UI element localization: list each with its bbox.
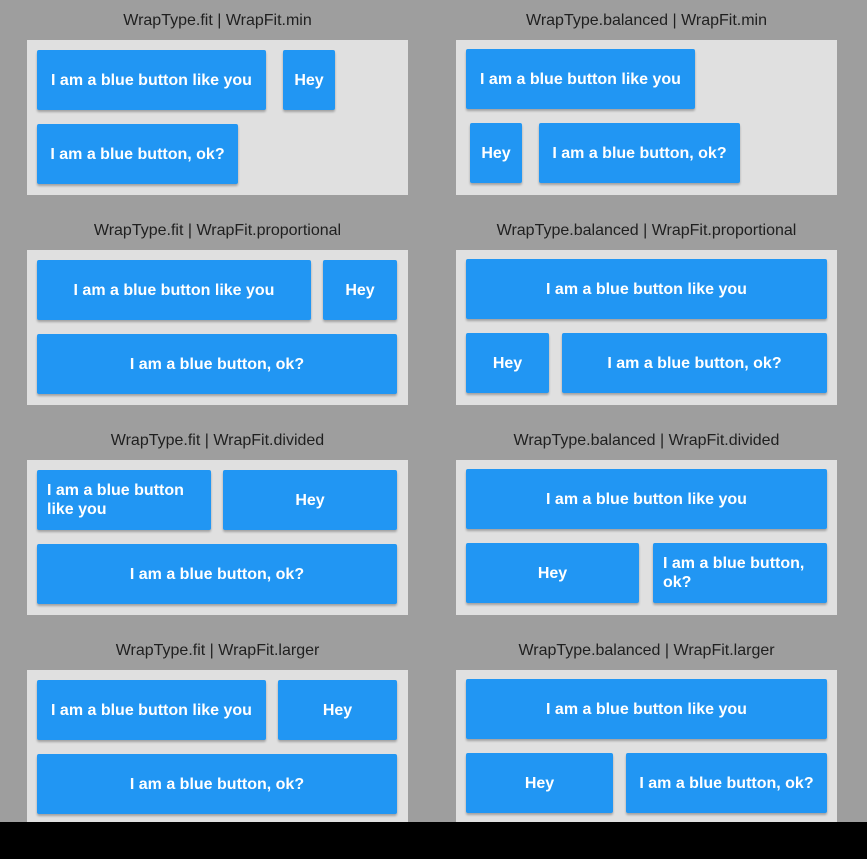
demo-fit-divided: WrapType.fit | WrapFit.divided I am a bl… <box>27 430 408 616</box>
demo-title: WrapType.fit | WrapFit.divided <box>110 432 325 449</box>
demo-balanced-proportional: WrapType.balanced | WrapFit.proportional… <box>456 220 837 406</box>
blue-button-like-you[interactable]: I am a blue button like you <box>466 679 827 739</box>
demo-title: WrapType.balanced | WrapFit.min <box>526 12 767 29</box>
blue-button-like-you[interactable]: I am a blue button like you <box>466 259 827 319</box>
blue-button-ok[interactable]: I am a blue button, ok? <box>37 754 397 814</box>
demo-balanced-divided: WrapType.balanced | WrapFit.divided I am… <box>456 430 837 616</box>
demo-fit-min: WrapType.fit | WrapFit.min I am a blue b… <box>27 10 408 196</box>
wrap-panel: I am a blue button like you Hey I am a b… <box>27 250 408 405</box>
blue-button-ok[interactable]: I am a blue button, ok? <box>37 334 397 394</box>
blue-button-ok[interactable]: I am a blue button, ok? <box>626 753 827 813</box>
demo-balanced-min: WrapType.balanced | WrapFit.min I am a b… <box>456 10 837 196</box>
demo-fit-proportional: WrapType.fit | WrapFit.proportional I am… <box>27 220 408 406</box>
hey-button[interactable]: Hey <box>283 50 335 110</box>
demo-title: WrapType.fit | WrapFit.min <box>123 12 312 29</box>
hey-button[interactable]: Hey <box>470 123 522 183</box>
blue-button-like-you[interactable]: I am a blue button like you <box>466 469 827 529</box>
demo-title: WrapType.balanced | WrapFit.divided <box>513 432 780 449</box>
bottom-bar <box>0 822 867 859</box>
wrap-panel: I am a blue button like you Hey I am a b… <box>27 460 408 615</box>
hey-button[interactable]: Hey <box>466 753 613 813</box>
blue-button-like-you[interactable]: I am a blue button like you <box>37 680 266 740</box>
wrap-panel: I am a blue button like you Hey I am a b… <box>27 670 408 825</box>
wrap-panel: I am a blue button like you Hey I am a b… <box>456 40 837 195</box>
wrap-panel: I am a blue button like you Hey I am a b… <box>456 670 837 825</box>
blue-button-like-you[interactable]: I am a blue button like you <box>37 470 211 530</box>
blue-button-ok[interactable]: I am a blue button, ok? <box>653 543 827 603</box>
wrap-panel: I am a blue button like you Hey I am a b… <box>456 250 837 405</box>
hey-button[interactable]: Hey <box>323 260 397 320</box>
blue-button-like-you[interactable]: I am a blue button like you <box>37 260 311 320</box>
demo-title: WrapType.fit | WrapFit.larger <box>115 642 320 659</box>
blue-button-like-you[interactable]: I am a blue button like you <box>466 49 695 109</box>
wrap-panel: I am a blue button like you Hey I am a b… <box>27 40 408 195</box>
blue-button-ok[interactable]: I am a blue button, ok? <box>37 124 238 184</box>
wrap-panel: I am a blue button like you Hey I am a b… <box>456 460 837 615</box>
demo-title: WrapType.fit | WrapFit.proportional <box>93 222 342 239</box>
hey-button[interactable]: Hey <box>278 680 397 740</box>
blue-button-ok[interactable]: I am a blue button, ok? <box>539 123 740 183</box>
blue-button-ok[interactable]: I am a blue button, ok? <box>562 333 827 393</box>
hey-button[interactable]: Hey <box>466 333 549 393</box>
demo-title: WrapType.balanced | WrapFit.proportional <box>496 222 797 239</box>
demo-fit-larger: WrapType.fit | WrapFit.larger I am a blu… <box>27 640 408 826</box>
demo-balanced-larger: WrapType.balanced | WrapFit.larger I am … <box>456 640 837 826</box>
demo-title: WrapType.balanced | WrapFit.larger <box>518 642 775 659</box>
blue-button-like-you[interactable]: I am a blue button like you <box>37 50 266 110</box>
hey-button[interactable]: Hey <box>466 543 639 603</box>
blue-button-ok[interactable]: I am a blue button, ok? <box>37 544 397 604</box>
hey-button[interactable]: Hey <box>223 470 397 530</box>
